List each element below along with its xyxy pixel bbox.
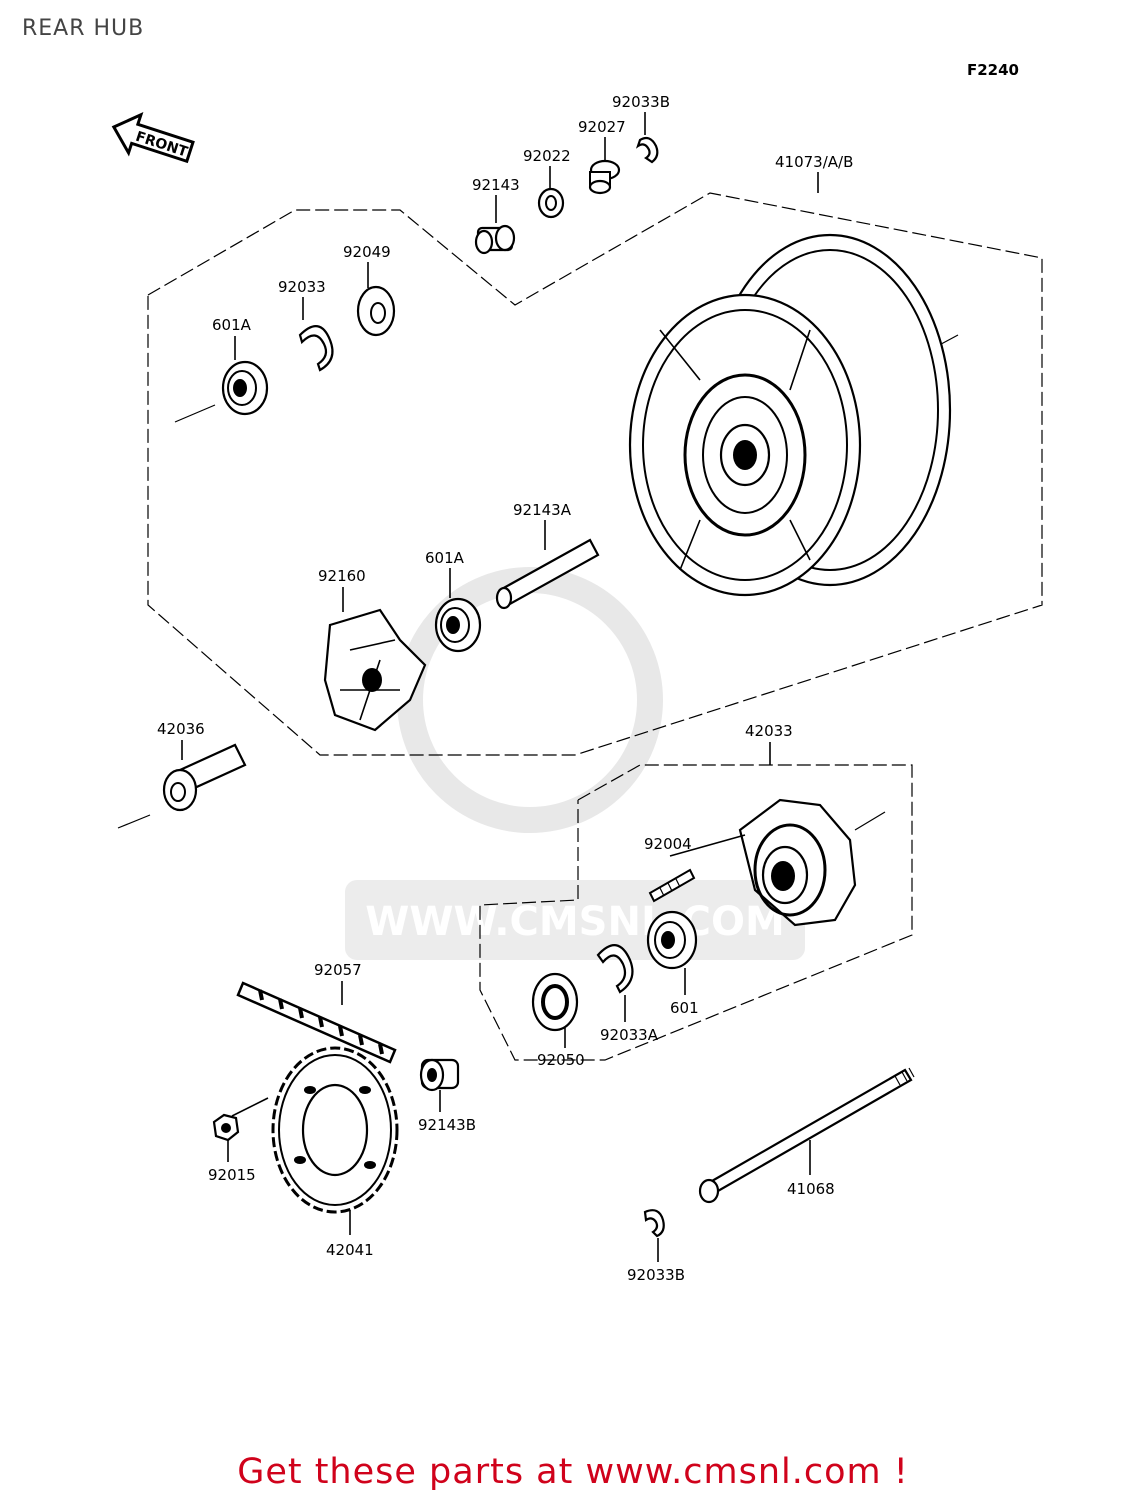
- label-92022: 92022: [523, 147, 571, 165]
- collar-icon: [588, 159, 621, 195]
- watermark-text: WWW.CMSNL.COM: [365, 899, 785, 945]
- circlip-icon: [635, 136, 659, 164]
- damper-icon: [323, 608, 427, 732]
- washer-icon: [356, 285, 396, 337]
- wheel-icon: [628, 233, 952, 597]
- cta-link[interactable]: Get these parts at www.cmsnl.com !: [237, 1452, 909, 1492]
- label-92033: 92033: [278, 278, 326, 296]
- label-92027: 92027: [578, 118, 626, 136]
- collar-icon: [162, 743, 247, 812]
- label-92004: 92004: [644, 835, 692, 853]
- wheel-group-outline: [147, 192, 1043, 756]
- bearing-icon: [646, 910, 698, 970]
- label-42041: 42041: [326, 1241, 374, 1259]
- axle-icon: [698, 1067, 915, 1204]
- circlip-icon: [298, 325, 334, 372]
- label-42036: 42036: [157, 720, 205, 738]
- label-92143A: 92143A: [513, 501, 572, 519]
- label-92049: 92049: [343, 243, 391, 261]
- watermark: WWW.CMSNL.COM: [345, 567, 805, 960]
- sprocket-icon: [271, 1046, 399, 1214]
- circlip-icon: [643, 1209, 665, 1238]
- label-92015: 92015: [208, 1166, 256, 1184]
- hub-group-outline: [479, 764, 913, 1061]
- circlip-icon: [596, 944, 634, 994]
- label-601: 601: [670, 999, 699, 1017]
- parts-diagram: WWW.CMSNL.COM F2240 FRONT 92033B 92027 9…: [111, 61, 1043, 1284]
- figure-code: F2240: [967, 61, 1019, 79]
- spacer-tube-icon: [495, 538, 600, 610]
- chain-icon: [236, 981, 397, 1064]
- label-42033: 42033: [745, 722, 793, 740]
- label-601A-top: 601A: [212, 316, 252, 334]
- label-92160: 92160: [318, 567, 366, 585]
- sprocket-hub-icon: [738, 798, 857, 927]
- label-92033A: 92033A: [600, 1026, 659, 1044]
- bearing-icon: [434, 597, 482, 653]
- bearing-icon: [221, 360, 269, 416]
- page-title: REAR HUB: [22, 16, 145, 41]
- stud-icon: [648, 868, 696, 903]
- nut-icon: [212, 1113, 240, 1142]
- front-arrow-icon: FRONT: [111, 112, 195, 164]
- label-92143B: 92143B: [418, 1116, 476, 1134]
- label-92143: 92143: [472, 176, 520, 194]
- label-92050: 92050: [537, 1051, 585, 1069]
- label-41068: 41068: [787, 1180, 835, 1198]
- collar-icon: [419, 1058, 460, 1092]
- washer-icon: [537, 187, 565, 219]
- seal-icon: [531, 972, 579, 1032]
- collar-icon: [474, 224, 516, 255]
- label-601A-mid: 601A: [425, 549, 465, 567]
- label-41073: 41073/A/B: [775, 153, 853, 171]
- label-92057: 92057: [314, 961, 362, 979]
- label-92033B-top: 92033B: [612, 93, 670, 111]
- label-92033B-bottom: 92033B: [627, 1266, 685, 1284]
